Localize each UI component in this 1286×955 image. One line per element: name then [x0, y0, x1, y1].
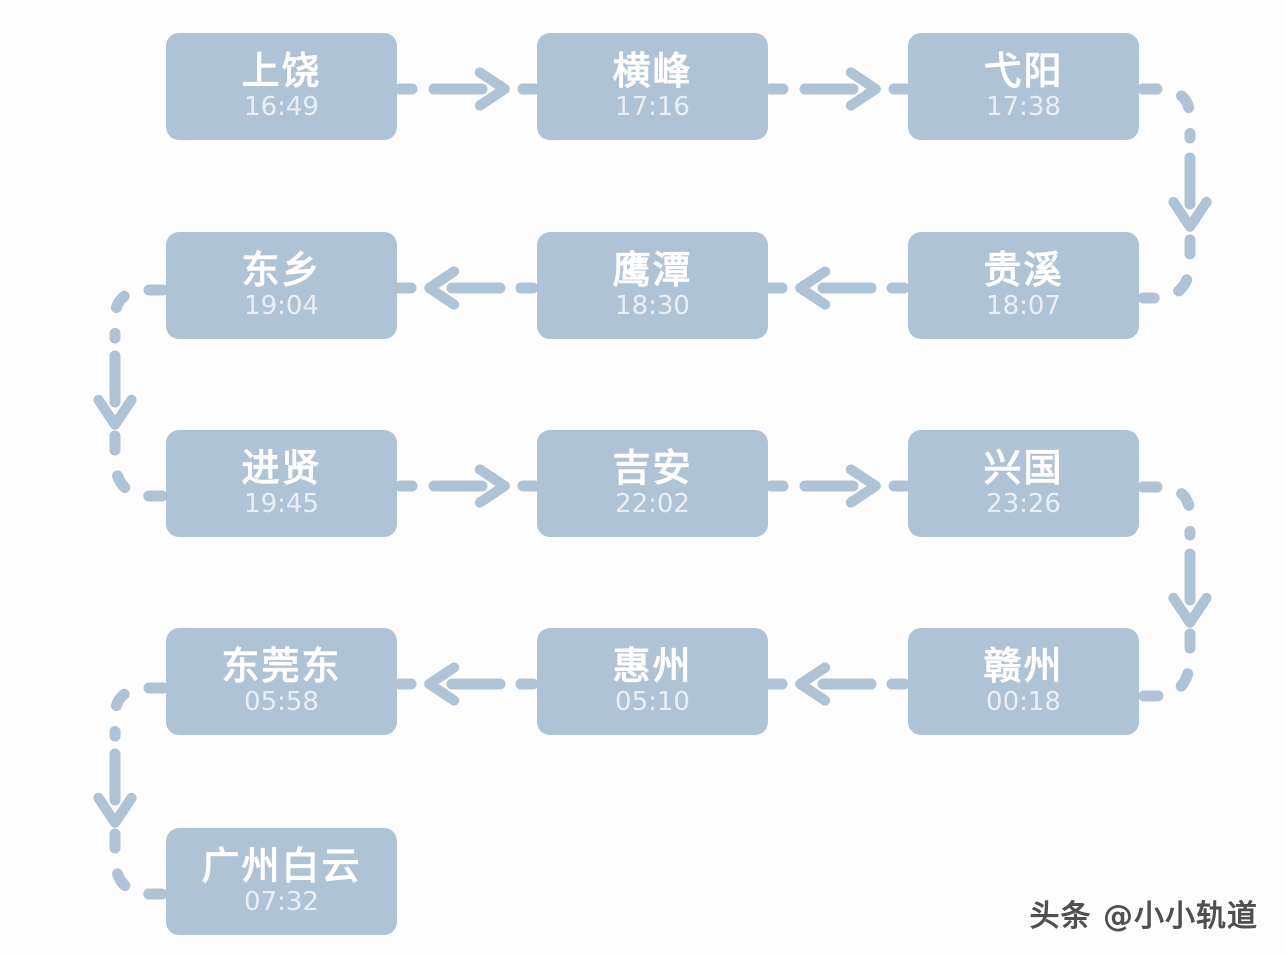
station-name: 赣州 — [983, 643, 1064, 688]
station-node: 横峰 17:16 — [537, 33, 768, 140]
station-name: 进贤 — [241, 445, 322, 490]
station-node: 进贤 19:45 — [166, 430, 397, 537]
station-time: 18:07 — [986, 290, 1061, 321]
station-node: 吉安 22:02 — [537, 430, 768, 537]
toutiao-watermark: 头条 @小小轨道 — [1029, 899, 1258, 934]
station-node: 广州白云 07:32 — [166, 828, 397, 935]
station-name: 惠州 — [612, 643, 693, 688]
dashed-down-connector — [1137, 481, 1212, 702]
station-node: 东乡 19:04 — [166, 232, 397, 339]
station-name: 东莞东 — [221, 643, 342, 688]
station-time: 17:38 — [986, 91, 1061, 122]
station-name: 上饶 — [241, 48, 322, 93]
station-time: 05:10 — [615, 686, 690, 717]
station-node: 上饶 16:49 — [166, 33, 397, 140]
station-node: 东莞东 05:58 — [166, 628, 397, 735]
station-name: 兴国 — [983, 445, 1064, 490]
station-time: 07:32 — [244, 886, 319, 917]
station-time: 22:02 — [615, 488, 690, 519]
station-name: 广州白云 — [201, 843, 362, 888]
station-node: 鹰潭 18:30 — [537, 232, 768, 339]
station-time: 18:30 — [615, 290, 690, 321]
station-name: 吉安 — [612, 445, 693, 490]
station-node: 弋阳 17:38 — [908, 33, 1139, 140]
station-time: 17:16 — [615, 91, 690, 122]
station-time: 19:45 — [244, 488, 319, 519]
station-time: 05:58 — [244, 686, 319, 717]
station-node: 惠州 05:10 — [537, 628, 768, 735]
station-time: 23:26 — [986, 488, 1061, 519]
station-time: 16:49 — [244, 91, 319, 122]
station-name: 贵溪 — [983, 247, 1064, 292]
station-time: 19:04 — [244, 290, 319, 321]
dashed-down-connector — [93, 682, 169, 900]
station-name: 弋阳 — [983, 48, 1064, 93]
station-node: 兴国 23:26 — [908, 430, 1139, 537]
station-time: 00:18 — [986, 686, 1061, 717]
station-name: 横峰 — [612, 48, 693, 93]
dashed-down-connector — [1137, 83, 1212, 304]
station-name: 鹰潭 — [612, 247, 693, 292]
station-name: 东乡 — [241, 247, 322, 292]
dashed-down-connector — [93, 284, 169, 502]
station-node: 贵溪 18:07 — [908, 232, 1139, 339]
station-node: 赣州 00:18 — [908, 628, 1139, 735]
